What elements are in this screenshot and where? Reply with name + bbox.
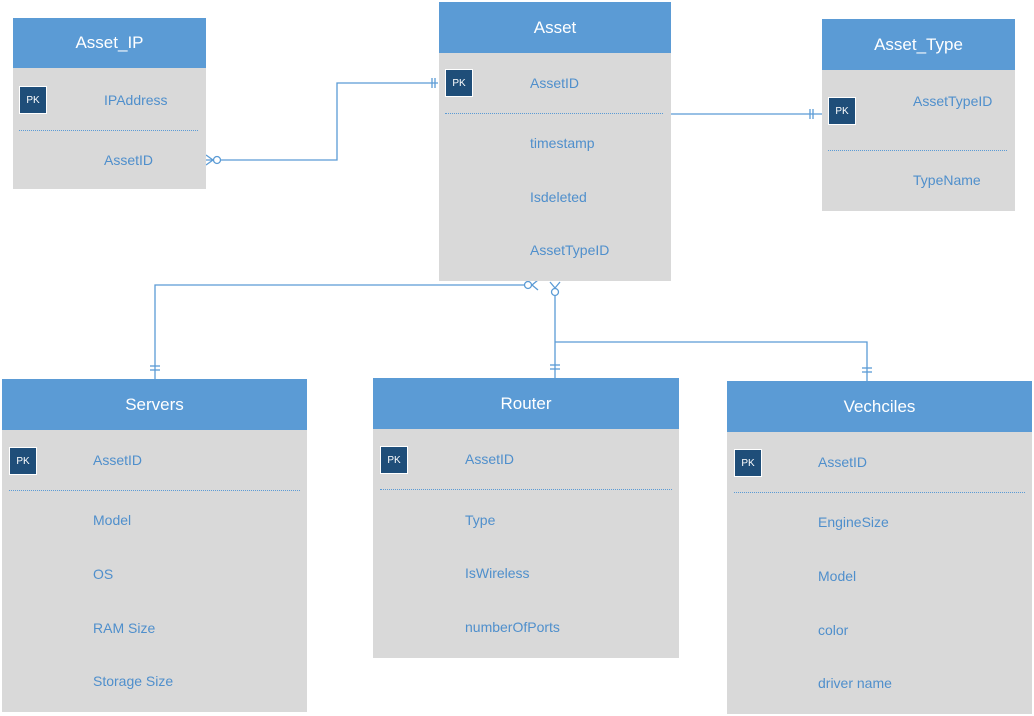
key-separator bbox=[828, 150, 1007, 151]
field: IsWireless bbox=[465, 565, 530, 581]
entity-servers[interactable]: Servers PK AssetID Model OS RAM Size Sto… bbox=[2, 379, 307, 712]
key-field: AssetID bbox=[818, 454, 868, 470]
field: Model bbox=[818, 568, 857, 584]
pk-badge: PK bbox=[9, 447, 37, 475]
pk-badge: PK bbox=[445, 69, 473, 97]
pk-badge: PK bbox=[828, 97, 856, 125]
key-separator bbox=[380, 489, 672, 490]
field: Type bbox=[465, 512, 496, 528]
field: numberOfPorts bbox=[465, 619, 560, 635]
field: Model bbox=[93, 512, 132, 528]
key-field: IPAddress bbox=[104, 92, 168, 108]
connector-assetip-asset bbox=[205, 82, 438, 161]
key-field: AssetID bbox=[93, 452, 143, 468]
connector-asset-vechciles bbox=[555, 341, 868, 381]
entity-title: Vechciles bbox=[727, 381, 1032, 432]
key-separator bbox=[734, 492, 1025, 493]
field: timestamp bbox=[530, 135, 595, 151]
field: AssetTypeID bbox=[530, 242, 610, 258]
key-field: AssetID bbox=[465, 451, 515, 467]
entity-title: Asset_Type bbox=[822, 19, 1015, 70]
key-separator bbox=[445, 113, 663, 114]
field: driver name bbox=[818, 675, 892, 691]
field: EngineSize bbox=[818, 514, 889, 530]
field: RAM Size bbox=[93, 620, 156, 636]
entity-title: Asset bbox=[439, 2, 671, 53]
pk-badge: PK bbox=[734, 449, 762, 477]
field: TypeName bbox=[913, 172, 981, 188]
connector-asset-servers bbox=[154, 284, 524, 379]
entity-asset-ip[interactable]: Asset_IP PK IPAddress AssetID bbox=[13, 18, 206, 189]
field: Isdeleted bbox=[530, 189, 587, 205]
key-field: AssetID bbox=[530, 75, 580, 91]
pk-badge: PK bbox=[380, 446, 408, 474]
entity-asset[interactable]: Asset PK AssetID timestamp Isdeleted Ass… bbox=[439, 2, 671, 281]
entity-title: Servers bbox=[2, 379, 307, 430]
entity-asset-type[interactable]: Asset_Type PK AssetTypeID TypeName bbox=[822, 19, 1015, 211]
key-field: AssetTypeID bbox=[913, 93, 993, 109]
field: OS bbox=[93, 566, 114, 582]
key-separator bbox=[9, 490, 300, 491]
pk-badge: PK bbox=[19, 86, 47, 114]
entity-router[interactable]: Router PK AssetID Type IsWireless number… bbox=[373, 378, 679, 658]
field: Storage Size bbox=[93, 673, 174, 689]
key-separator bbox=[19, 130, 198, 131]
field: AssetID bbox=[104, 152, 154, 168]
entity-vechciles[interactable]: Vechciles PK AssetID EngineSize Model co… bbox=[727, 381, 1032, 714]
field: color bbox=[818, 622, 849, 638]
entity-title: Asset_IP bbox=[13, 18, 206, 68]
entity-title: Router bbox=[373, 378, 679, 429]
